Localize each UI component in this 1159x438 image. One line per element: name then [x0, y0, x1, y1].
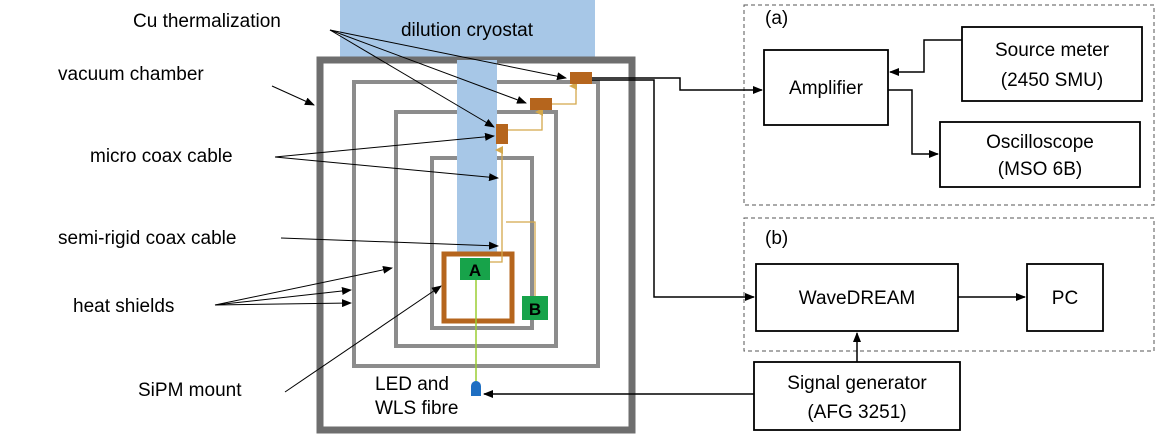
arrow-heat-shield-1 — [214, 265, 393, 306]
coax-wire-mid — [505, 108, 543, 138]
arrow-cu-middle — [329, 29, 527, 104]
oscilloscope-label-1: Oscilloscope — [986, 132, 1094, 153]
line-source-to-amp — [889, 39, 962, 76]
arrow-sipm-mount — [284, 285, 442, 393]
arrow-micro-coax-2 — [274, 156, 499, 182]
cu-thermalization-middle — [530, 98, 552, 110]
cu-thermalization-outer — [570, 72, 592, 84]
chip-a-label: A — [469, 261, 481, 280]
sipm-mount — [441, 251, 515, 324]
oscilloscope-box — [939, 121, 1141, 188]
signal-generator-label-1: Signal generator — [787, 373, 927, 394]
amplifier-box — [763, 49, 889, 126]
led-icon — [471, 381, 481, 396]
pc-label: PC — [1052, 288, 1078, 309]
pc-box — [1026, 263, 1104, 332]
panel-a — [743, 4, 1155, 206]
arrow-heat-shield-2 — [214, 287, 352, 306]
heat-shields-label: heat shields — [73, 296, 174, 317]
signal-generator-box — [753, 361, 961, 431]
arrow-vacuum — [271, 85, 315, 106]
source-meter-box — [961, 26, 1143, 102]
arrow-cu-outer — [329, 29, 567, 81]
chip-a — [460, 258, 490, 280]
led-label-line2: WLS fibre — [375, 398, 458, 419]
panel-b — [743, 217, 1155, 352]
arrow-heat-shield-3 — [214, 299, 352, 308]
semi-rigid-label: semi-rigid coax cable — [58, 228, 236, 249]
line-amp-to-osc — [888, 89, 939, 158]
arrow-semi-rigid — [280, 237, 499, 250]
source-meter-label-1: Source meter — [995, 40, 1110, 61]
line-to-amplifier — [592, 77, 763, 94]
micro-coax-label: micro coax cable — [90, 146, 233, 167]
coax-wire-top — [546, 82, 577, 105]
vacuum-chamber-label: vacuum chamber — [58, 64, 204, 85]
cu-thermalization-label: Cu thermalization — [133, 11, 281, 32]
panel-a-tag: (a) — [765, 8, 788, 29]
cu-thermalization-inner — [496, 124, 508, 144]
signal-generator-label-2: (AFG 3251) — [807, 402, 906, 423]
chip-b — [522, 296, 548, 320]
arrow-cu-inner — [329, 29, 495, 128]
source-meter-label-2: (2450 SMU) — [1001, 70, 1103, 91]
chip-b-label: B — [529, 300, 541, 319]
arrow-micro-coax-1 — [274, 132, 495, 158]
dilution-cryostat-label: dilution cryostat — [401, 20, 534, 41]
coax-wire-b — [506, 221, 536, 296]
sipm-mount-label: SiPM mount — [138, 380, 242, 401]
line-to-wavedream — [592, 79, 755, 301]
wavedream-box — [755, 263, 959, 332]
cryostat-cold-finger — [457, 60, 497, 255]
oscilloscope-label-2: (MSO 6B) — [998, 159, 1082, 180]
coax-wire-a — [490, 146, 503, 263]
amplifier-label: Amplifier — [789, 78, 864, 99]
wavedream-label: WaveDREAM — [799, 288, 915, 309]
led-label-line1: LED and — [375, 374, 449, 395]
panel-b-tag: (b) — [765, 228, 788, 249]
